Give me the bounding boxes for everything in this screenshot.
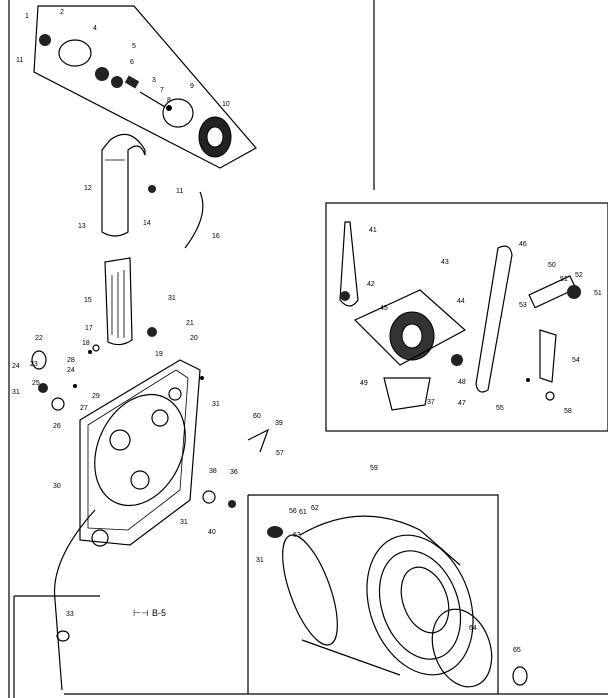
callout-44: 44 xyxy=(457,298,465,305)
callout-60: 60 xyxy=(253,413,261,420)
callout-27: 27 xyxy=(80,405,88,412)
drum-inset xyxy=(247,494,499,694)
callout-26: 26 xyxy=(53,423,61,430)
callout-10: 10 xyxy=(222,101,230,108)
callout-42: 42 xyxy=(367,281,375,288)
callout-46: 46 xyxy=(519,241,527,248)
callout-31-c: 31 xyxy=(12,389,20,396)
callout-8: 8 xyxy=(167,97,171,104)
blower-seal xyxy=(202,490,216,504)
callout-65: 65 xyxy=(513,647,521,654)
callout-23: 23 xyxy=(30,361,38,368)
callout-50: 50 xyxy=(548,262,556,269)
power-cord xyxy=(53,509,96,691)
callout-16: 16 xyxy=(212,233,220,240)
callout-11-top: 11 xyxy=(16,57,23,64)
callout-13: 13 xyxy=(78,223,86,230)
callout-57: 57 xyxy=(276,450,284,457)
exhaust-duct xyxy=(101,133,146,237)
callout-40: 40 xyxy=(208,529,216,536)
callout-25: 25 xyxy=(32,380,40,387)
callout-18: 18 xyxy=(82,340,90,347)
spring-bracket xyxy=(247,428,270,453)
drum-rear-glide xyxy=(512,666,528,686)
callout-4: 4 xyxy=(93,25,97,32)
callout-1: 1 xyxy=(25,13,29,20)
callout-22: 22 xyxy=(35,335,43,342)
callout-15: 15 xyxy=(84,297,92,304)
wire-harness xyxy=(184,191,204,249)
callout-30: 30 xyxy=(53,483,61,490)
callout-29: 29 xyxy=(92,393,100,400)
callout-43: 43 xyxy=(441,259,449,266)
callout-52: 52 xyxy=(575,272,583,279)
callout-31-e: 31 xyxy=(256,557,264,564)
callout-38: 38 xyxy=(209,468,217,475)
callout-14: 14 xyxy=(143,220,151,227)
callout-39: 39 xyxy=(275,420,283,427)
callout-51-a: 51 xyxy=(560,276,568,283)
callout-2: 2 xyxy=(60,9,64,16)
callout-64: 64 xyxy=(469,625,477,632)
callout-24-b: 24 xyxy=(67,367,75,374)
callout-31-a: 31 xyxy=(168,295,176,302)
arrow-glyph: ⊢⊣ xyxy=(133,608,149,618)
callout-7: 7 xyxy=(160,87,164,94)
callout-24: 24 xyxy=(12,363,20,370)
callout-41: 41 xyxy=(369,227,377,234)
page-reference: B-5 xyxy=(152,608,166,618)
blower-panel xyxy=(33,5,257,169)
callout-31-d: 31 xyxy=(180,519,188,526)
lint-filter-housing xyxy=(104,257,133,346)
callout-55: 55 xyxy=(496,405,504,412)
callout-3: 3 xyxy=(152,77,156,84)
callout-54: 54 xyxy=(572,357,580,364)
callout-45: 45 xyxy=(380,305,388,312)
callout-56: 56 xyxy=(289,508,297,515)
callout-11: 11 xyxy=(176,188,183,195)
callout-5: 5 xyxy=(132,43,136,50)
callout-20: 20 xyxy=(190,335,198,342)
callout-51-b: 51 xyxy=(594,290,602,297)
callout-33: 33 xyxy=(66,611,74,618)
front-bulkhead xyxy=(79,359,201,547)
callout-9: 9 xyxy=(190,83,194,90)
callout-37: 37 xyxy=(427,399,435,406)
callout-62: 62 xyxy=(311,505,319,512)
drive-motor-inset xyxy=(325,202,608,432)
callout-49: 49 xyxy=(360,380,368,387)
callout-63: 63 xyxy=(293,532,301,539)
callout-6: 6 xyxy=(130,59,134,66)
callout-36: 36 xyxy=(230,469,238,476)
callout-21: 21 xyxy=(186,320,194,327)
callout-19: 19 xyxy=(155,351,163,358)
callout-17: 17 xyxy=(85,325,93,332)
callout-48: 48 xyxy=(458,379,466,386)
callout-47: 47 xyxy=(458,400,466,407)
callout-12: 12 xyxy=(84,185,92,192)
callout-31-b: 31 xyxy=(212,401,220,408)
callout-61: 61 xyxy=(299,509,307,516)
callout-28: 28 xyxy=(67,357,75,364)
front-bearing xyxy=(228,500,236,508)
small-hardware xyxy=(31,185,555,411)
cord-inset xyxy=(13,595,100,698)
callout-59: 59 xyxy=(370,465,378,472)
callout-58: 58 xyxy=(564,408,572,415)
callout-53: 53 xyxy=(519,302,527,309)
